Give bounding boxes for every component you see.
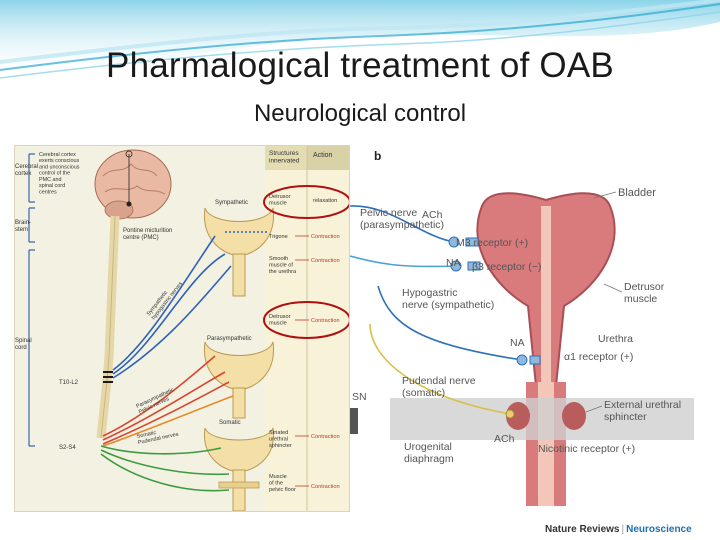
external-sphincter-right bbox=[562, 402, 586, 430]
label-line: centre (PMC) bbox=[123, 235, 159, 241]
row-structure: Trigone bbox=[269, 234, 288, 240]
credit-journal: Neuroscience bbox=[626, 524, 692, 535]
row-action: Contraction bbox=[311, 258, 340, 264]
bladder-sympathetic bbox=[204, 208, 273, 296]
label-line: Pudendal nerve bbox=[402, 375, 476, 387]
label-line: Detrusor bbox=[269, 194, 291, 200]
label-line: muscle bbox=[269, 200, 287, 206]
label-line: of the bbox=[269, 480, 283, 486]
label-line: Structures bbox=[269, 150, 299, 157]
bladder-label: Bladder bbox=[618, 187, 656, 199]
label-line: stem bbox=[15, 227, 28, 233]
label-line: cord bbox=[15, 345, 27, 351]
sympathetic-nerves-label: Sympathetichypogastric nerves bbox=[146, 277, 184, 321]
label-line: Trigone bbox=[269, 234, 288, 240]
alpha1-receptor-label: α1 receptor (+) bbox=[564, 351, 633, 363]
label-line: Pontine micturition bbox=[123, 228, 172, 234]
label-line: urethral bbox=[269, 436, 288, 442]
pudendal-nerve-label: Pudendal nerve(somatic) bbox=[402, 375, 476, 399]
na-top-label: NA bbox=[446, 257, 461, 269]
label-line: and unconscious bbox=[39, 164, 80, 170]
row-action: Contraction bbox=[311, 234, 340, 240]
figure-credit: Nature Reviews|Neuroscience bbox=[545, 524, 692, 535]
label-line: Cerebral bbox=[15, 164, 38, 170]
bladder-somatic bbox=[204, 428, 273, 511]
somatic-label: Somatic bbox=[219, 420, 241, 426]
row-action: Contraction bbox=[311, 318, 340, 324]
label-line: innervated bbox=[269, 157, 300, 164]
row-action: Contraction bbox=[311, 434, 340, 440]
bladder-parasympathetic bbox=[204, 342, 273, 418]
label-line: diaphragm bbox=[404, 453, 454, 465]
label-line: Brain- bbox=[15, 220, 31, 226]
label-line: Spinal bbox=[15, 338, 32, 344]
label-line: (somatic) bbox=[402, 387, 445, 399]
label-line: spinal cord bbox=[39, 183, 65, 189]
sn-label: SN bbox=[352, 391, 367, 403]
label-line: centres bbox=[39, 189, 57, 195]
label-line: muscle bbox=[624, 293, 657, 305]
hypogastric-nerve-label: Hypogastricnerve (sympathetic) bbox=[402, 287, 494, 311]
slide-title: Pharmalogical treatment of OAB bbox=[0, 46, 720, 86]
row-action: Contraction bbox=[311, 484, 340, 490]
parasympathetic-label: Parasympathetic bbox=[207, 336, 252, 342]
somatic-nerves-label: SomaticPudendal nerves bbox=[136, 425, 179, 446]
label-line: sphincter bbox=[269, 443, 292, 449]
label-line: nerve (sympathetic) bbox=[402, 299, 494, 311]
label-line: pelvic floor bbox=[269, 487, 296, 493]
sympathetic-label: Sympathetic bbox=[215, 200, 248, 206]
slide-subtitle: Neurological control bbox=[0, 100, 720, 128]
brain-illustration bbox=[95, 150, 171, 219]
label-line: muscle of bbox=[269, 262, 293, 268]
s2-s4-label: S2-S4 bbox=[59, 445, 76, 451]
nicotinic-receptor-icon bbox=[506, 410, 514, 418]
m3-receptor-label: M3 receptor (+) bbox=[456, 237, 528, 249]
ach-bottom-label: ACh bbox=[494, 433, 515, 445]
credit-brand: Nature Reviews bbox=[545, 524, 619, 535]
label-line: cortex bbox=[15, 171, 31, 177]
ach-top-label: ACh bbox=[422, 209, 443, 221]
label-line: control of the bbox=[39, 171, 70, 177]
label-line: the urethra bbox=[269, 269, 297, 275]
label-line: Detrusor bbox=[269, 314, 291, 320]
label-line: sphincter bbox=[604, 411, 647, 423]
alpha1-receptor-icon bbox=[517, 355, 540, 365]
label-line: External urethral bbox=[604, 399, 681, 411]
label-line: PMC and bbox=[39, 177, 61, 183]
label-line: Striated bbox=[269, 430, 288, 436]
t10-l2-label: T10-L2 bbox=[59, 380, 79, 386]
receptor-diagram: b bbox=[350, 146, 694, 506]
label-line: muscle bbox=[269, 320, 287, 326]
hypogastric-nerve-path bbox=[350, 256, 456, 267]
label-line: Cerebral cortex bbox=[39, 152, 76, 158]
label-line: Urogenital bbox=[404, 441, 452, 453]
label-line: Smooth bbox=[269, 256, 288, 262]
action-header: Action bbox=[313, 152, 333, 159]
beta3-receptor-label: β3 receptor (−) bbox=[472, 261, 541, 273]
nicotinic-receptor-label: Nicotinic receptor (+) bbox=[538, 443, 635, 455]
label-line: exerts conscious bbox=[39, 158, 79, 164]
row-action: relaxation bbox=[313, 198, 337, 204]
label-line: Pelvic nerve bbox=[360, 207, 417, 219]
label-line: Detrusor bbox=[624, 281, 665, 293]
receptor-figure: b bbox=[350, 146, 694, 506]
panel-letter: b bbox=[374, 149, 381, 163]
sn-segment-icon bbox=[350, 408, 358, 434]
urethra-label: Urethra bbox=[598, 333, 633, 345]
label-line: Hypogastric bbox=[402, 287, 457, 299]
na-mid-label: NA bbox=[510, 337, 525, 349]
label-line: Muscle bbox=[269, 474, 287, 480]
